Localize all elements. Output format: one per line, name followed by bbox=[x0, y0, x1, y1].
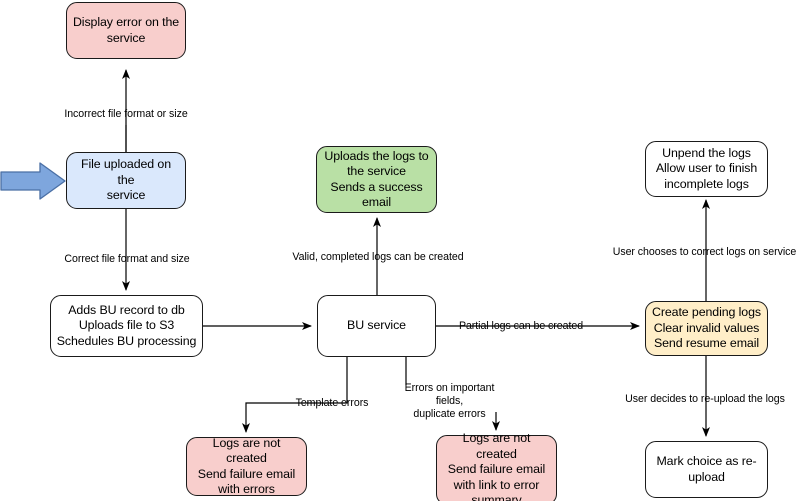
edge-bu-service-to-logs-not-created-template bbox=[242, 357, 348, 433]
entry-block-arrow bbox=[0, 162, 66, 200]
edge-label-incorrect-format: Incorrect file format or size bbox=[64, 108, 188, 120]
node-mark-choice-label: Mark choice as re-upload bbox=[656, 454, 757, 484]
edge-label-correct-format: Correct file format and size bbox=[64, 253, 190, 265]
edge-label-template-errors: Template errors bbox=[295, 397, 369, 409]
node-bu-service[interactable]: BU service bbox=[317, 295, 436, 357]
edge-label-user-reupload: User decides to re-upload the logs bbox=[625, 393, 785, 405]
node-mark-choice[interactable]: Mark choice as re-upload bbox=[645, 441, 768, 498]
edge-bu-service-to-logs-not-created-summary bbox=[405, 357, 500, 431]
edge-label-partial-logs: Partial logs can be created bbox=[458, 320, 584, 332]
edge-label-user-corrects-logs: User chooses to correct logs on service bbox=[612, 246, 797, 258]
edge-label-important-field-errors: Errors on important fields,duplicate err… bbox=[404, 382, 495, 420]
edge-label-valid-completed-logs: Valid, completed logs can be created bbox=[292, 251, 464, 263]
node-bu-service-label: BU service bbox=[347, 318, 406, 333]
